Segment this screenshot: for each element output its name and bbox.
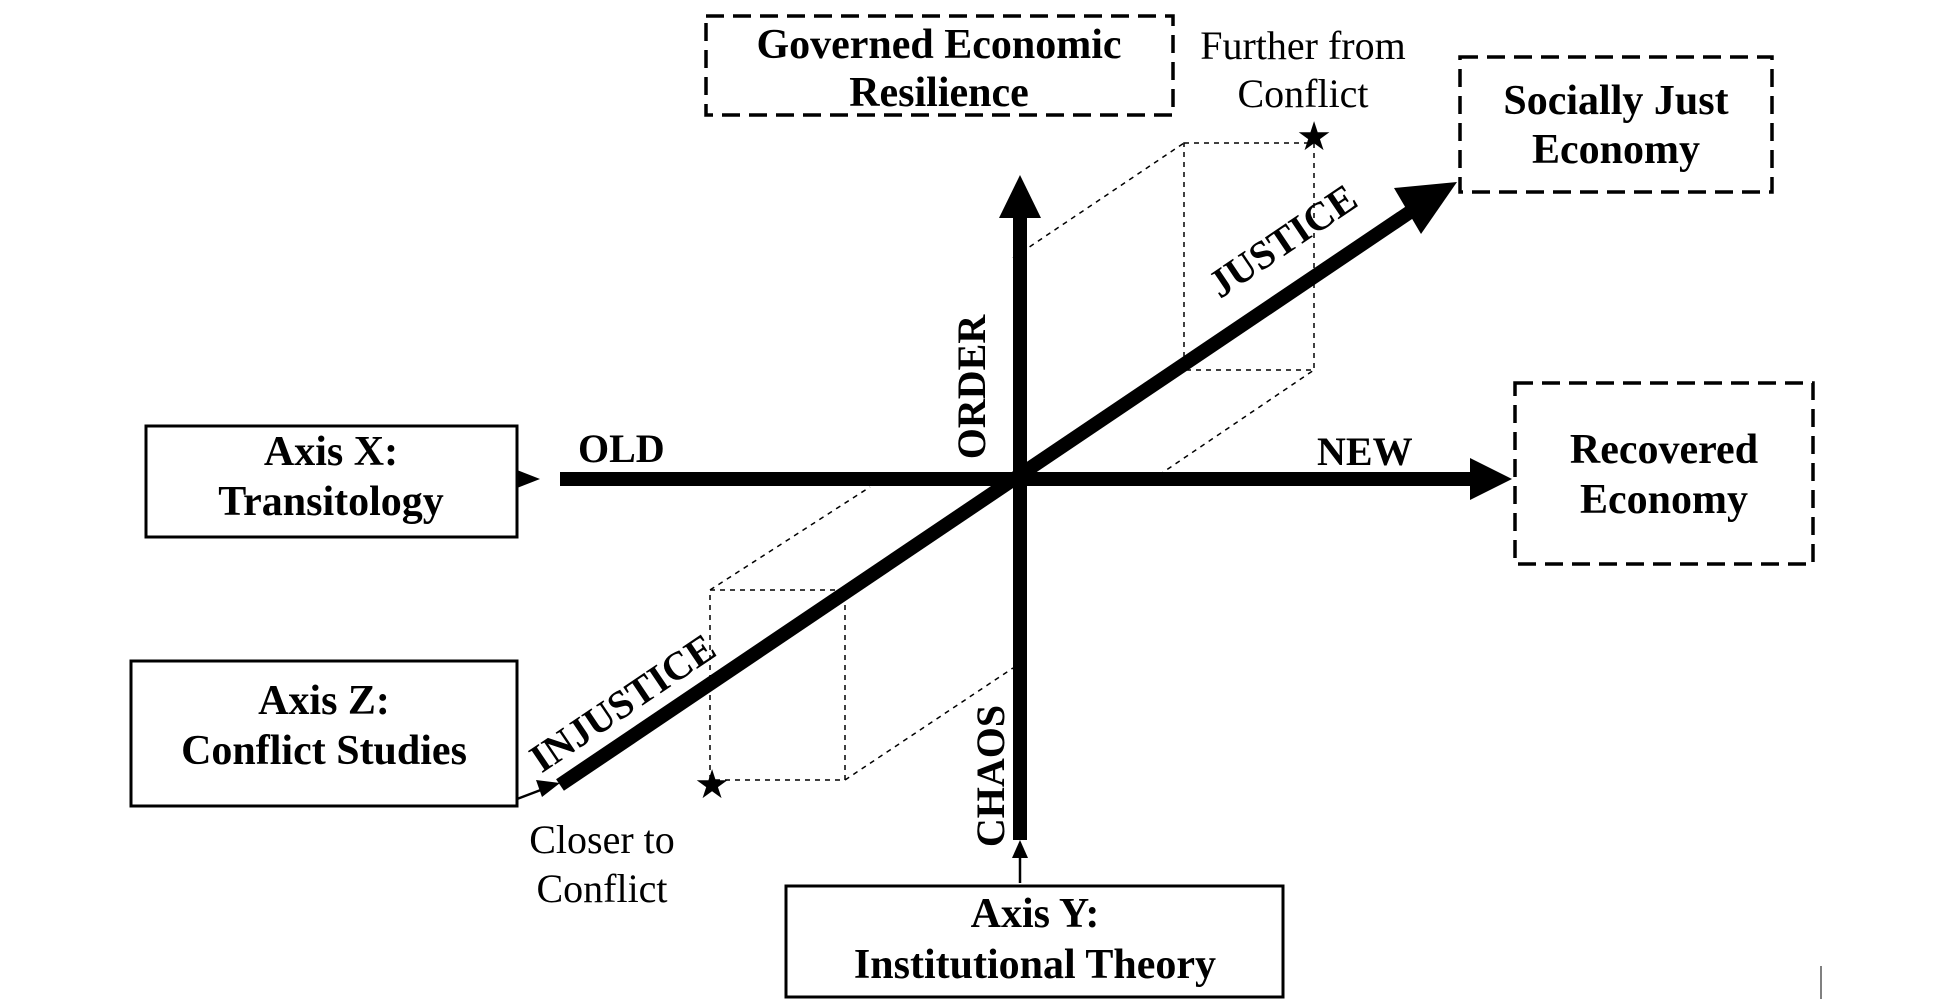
recovered-line2: Economy (1580, 477, 1748, 523)
label-old: OLD (578, 426, 665, 471)
axis-y-line (999, 175, 1041, 840)
recovered-economy-box: Recovered Economy (1513, 381, 1815, 566)
socially-just-box: Socially Just Economy (1458, 55, 1774, 194)
note-closer-line1: Closer to (529, 817, 675, 862)
recovered-line1: Recovered (1570, 427, 1758, 473)
note-further-line1: Further from (1200, 23, 1406, 68)
axis-z-pointer-head (536, 780, 560, 797)
axis-x-pointer-head (517, 470, 540, 488)
axis-y-pointer-head (1012, 840, 1028, 858)
axis-x-subtitle: Transitology (218, 479, 444, 525)
axis-y-box: Axis Y: Institutional Theory (784, 884, 1285, 999)
governed-line2: Resilience (849, 70, 1029, 116)
star-icon-upper: ★ (1296, 114, 1332, 159)
label-chaos: CHAOS (968, 705, 1013, 847)
star-icon-lower: ★ (694, 762, 730, 807)
axis-z-title: Axis Z: (258, 678, 390, 724)
axis-y-subtitle: Institutional Theory (854, 942, 1216, 988)
governed-resilience-box: Governed Economic Resilience (704, 14, 1175, 117)
governed-line1: Governed Economic (756, 22, 1121, 68)
label-justice: JUSTICE (1200, 175, 1365, 307)
axis-x-title: Axis X: (264, 429, 398, 475)
axis-y-title: Axis Y: (971, 891, 1100, 937)
label-new: NEW (1317, 429, 1413, 474)
note-closer-line2: Conflict (536, 866, 667, 911)
label-order: ORDER (949, 314, 994, 460)
axis-z-line (556, 182, 1457, 791)
axis-z-subtitle: Conflict Studies (181, 728, 467, 774)
socially-just-line1: Socially Just (1503, 78, 1728, 124)
note-further-line2: Conflict (1237, 71, 1368, 116)
axis-z-box: Axis Z: Conflict Studies (129, 659, 519, 808)
axis-x-box: Axis X: Transitology (144, 424, 519, 539)
socially-just-line2: Economy (1532, 127, 1700, 173)
